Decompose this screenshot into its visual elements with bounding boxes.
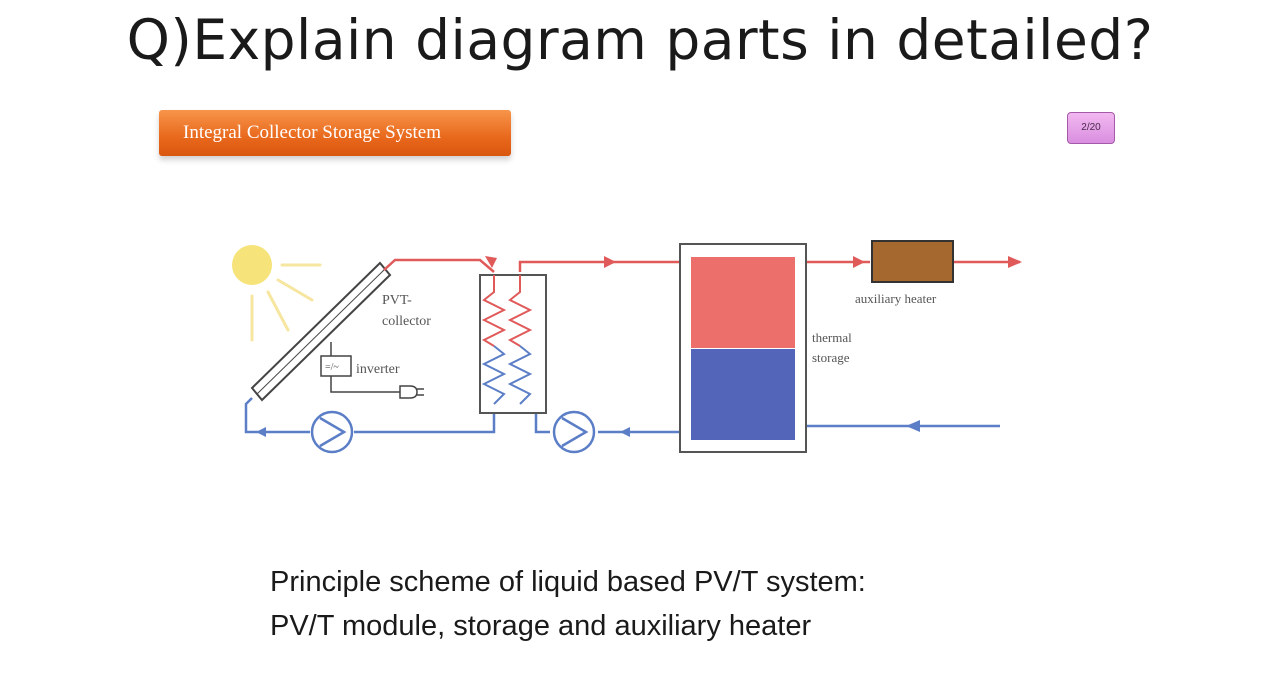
storage-label: storage	[812, 350, 850, 365]
hot-flow-arrow	[485, 256, 497, 268]
cold-flow-arrow	[256, 427, 266, 437]
auxiliary-heater-box	[871, 240, 954, 283]
question-title: Q)Explain diagram parts in detailed?	[126, 8, 1154, 72]
inverter-label: inverter	[356, 362, 400, 377]
hot-flow-arrow	[853, 256, 865, 268]
auxiliary-heater-label: auxiliary heater	[855, 291, 937, 306]
plug-icon	[399, 385, 424, 399]
hot-flow-arrow	[1008, 256, 1022, 268]
section-title-banner: Integral Collector Storage System	[159, 110, 511, 156]
inverter-icon: =/~	[320, 342, 400, 393]
pvt-label: PVT-	[382, 293, 412, 308]
pump-icon	[310, 410, 354, 454]
cold-flow-arrow	[906, 420, 920, 432]
pvt-collector	[250, 261, 392, 402]
thermal-label: thermal	[812, 330, 852, 345]
thermal-storage-tank	[679, 243, 807, 453]
collector-label: collector	[382, 314, 431, 329]
diagram-caption: Principle scheme of liquid based PV/T sy…	[270, 560, 1170, 648]
hot-flow-arrow	[604, 256, 616, 268]
page-indicator-badge: 2/20	[1067, 112, 1115, 144]
cold-water-pipe	[244, 397, 1000, 434]
inverter-symbol-label: =/~	[325, 362, 339, 373]
caption-line-1: Principle scheme of liquid based PV/T sy…	[270, 566, 866, 598]
pump-icon	[552, 410, 596, 454]
heat-exchanger	[479, 274, 547, 414]
sun-icon	[232, 245, 322, 342]
caption-line-2: PV/T module, storage and auxiliary heate…	[270, 610, 812, 642]
cold-flow-arrow	[620, 427, 630, 437]
